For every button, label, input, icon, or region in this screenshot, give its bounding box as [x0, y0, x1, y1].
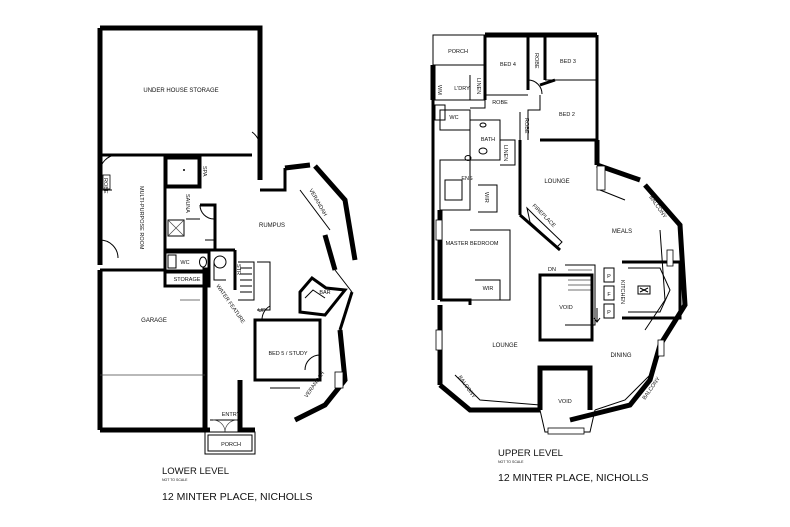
- bed2-label: BED 2: [559, 112, 575, 118]
- robe-a-label: ROBE: [533, 53, 539, 69]
- entry-label: ENTRY: [222, 412, 241, 418]
- spa-label: SPA: [201, 166, 207, 177]
- fireplace-label: FIREPLACE: [531, 203, 557, 229]
- up-label: UP: [258, 308, 266, 314]
- multi-purpose-room-label: MULTI-PURPOSE ROOM: [138, 186, 144, 250]
- verandah-lower-label: VERANDAH: [304, 371, 326, 399]
- void-centre-label: VOID: [559, 305, 572, 311]
- dining-label: DINING: [611, 353, 632, 359]
- upper-title: UPPER LEVEL: [498, 448, 563, 459]
- bed4-label: BED 4: [500, 62, 516, 68]
- wm-label: WM: [436, 85, 442, 95]
- lounge-top-label: LOUNGE: [544, 179, 569, 185]
- under-house-storage-label: UNDER HOUSE STORAGE: [143, 88, 218, 94]
- robe-label: ROBE: [102, 178, 108, 194]
- robe-b-label: ROBE: [492, 100, 508, 106]
- linen-a-label: LINEN: [475, 78, 481, 94]
- bar-label: BAR: [319, 290, 330, 296]
- f-label: F: [607, 292, 611, 298]
- ens-label: ENS: [461, 176, 473, 182]
- lower-room-labels: UNDER HOUSE STORAGE ROBE MULTI-PURPOSE R…: [102, 88, 331, 448]
- upper-level-plan: [430, 32, 688, 435]
- lower-scale-note: NOT TO SCALE: [162, 478, 188, 482]
- sauna-label: SAUNA: [184, 194, 190, 213]
- upper-address: 12 MINTER PLACE, NICHOLLS: [498, 472, 649, 484]
- storage-label: STORAGE: [174, 277, 201, 283]
- dn-label: DN: [548, 267, 556, 273]
- meals-label: MEALS: [612, 229, 632, 235]
- bed5-label: BED 5 / STUDY: [268, 351, 307, 357]
- linen-b-label: LINEN: [502, 145, 508, 161]
- lower-level-plan: [97, 25, 358, 455]
- ldry-label: L'DRY: [454, 86, 470, 92]
- robe-c-label: ROBE: [523, 118, 529, 134]
- p1-label: P: [607, 274, 611, 280]
- master-bedroom-label-1: MASTER BEDROOM: [446, 241, 499, 247]
- porch-label: PORCH: [221, 442, 241, 448]
- lower-title: LOWER LEVEL: [162, 466, 229, 477]
- upper-porch-label: PORCH: [448, 49, 468, 55]
- lower-caption: LOWER LEVEL NOT TO SCALE 12 MINTER PLACE…: [162, 466, 313, 503]
- balcony-left-label: BALCONY: [456, 375, 476, 400]
- upper-room-labels: PORCH BED 4 ROBE BED 3 L'DRY LINEN ROBE …: [436, 49, 668, 405]
- p2-label: P: [607, 310, 611, 316]
- bed3-label: BED 3: [560, 59, 576, 65]
- rumpus-label: RUMPUS: [259, 223, 285, 229]
- upper-wc-label: WC: [449, 115, 458, 121]
- wir-a-label: WIR: [483, 192, 489, 203]
- upper-caption: UPPER LEVEL NOT TO SCALE 12 MINTER PLACE…: [498, 448, 649, 484]
- lower-address: 12 MINTER PLACE, NICHOLLS: [162, 491, 313, 503]
- water-feature-label: WATER FEATURE: [214, 284, 246, 325]
- wc-label: WC: [180, 260, 189, 266]
- garage-label: GARAGE: [141, 318, 167, 324]
- void-bottom-label: VOID: [558, 399, 571, 405]
- lounge-bottom-label: LOUNGE: [492, 343, 517, 349]
- kitchen-label: KITCHEN: [619, 280, 625, 304]
- upper-scale-note: NOT TO SCALE: [498, 460, 524, 464]
- bath-label: BATH: [481, 137, 495, 143]
- wir-b-label: WIR: [483, 286, 494, 292]
- stair-label: STR: [235, 264, 241, 275]
